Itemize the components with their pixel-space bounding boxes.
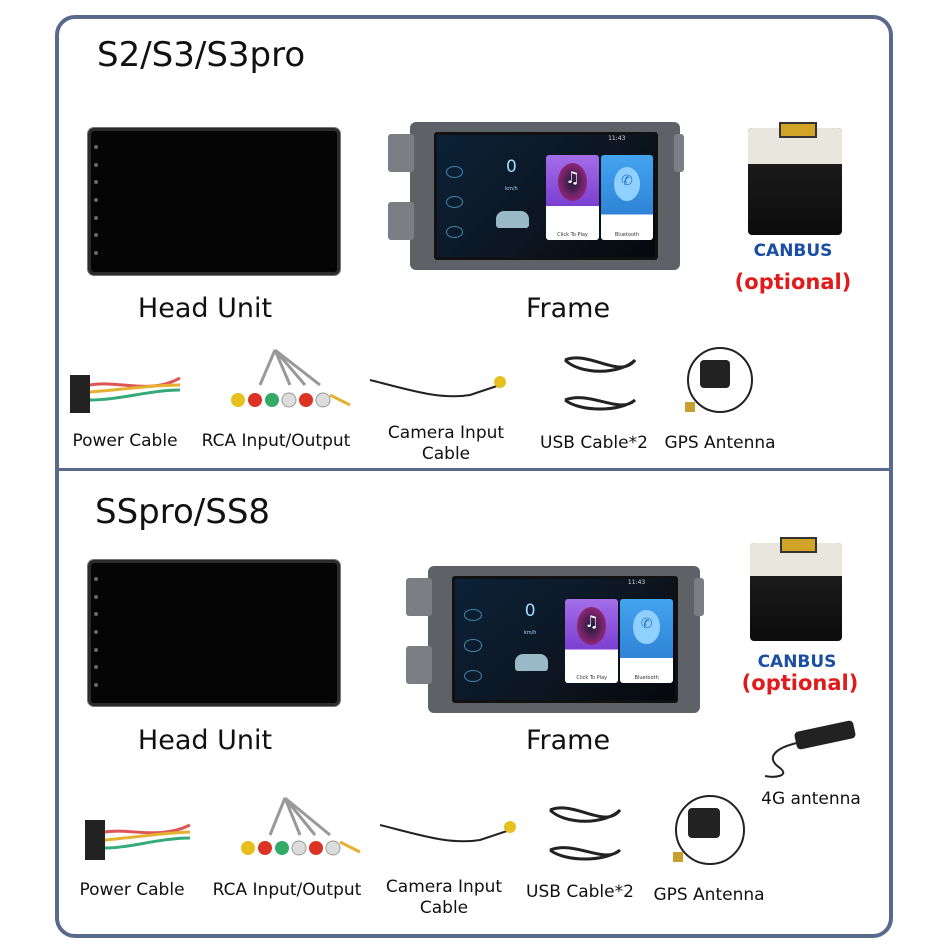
- gps-antenna-icon: [673, 795, 745, 865]
- power-cable-label: Power Cable: [79, 880, 185, 900]
- app-icon: [464, 669, 482, 682]
- app-icon: [446, 165, 464, 178]
- usb-cable-label: USB Cable*2: [540, 433, 648, 453]
- canbus-label: CANBUS: [757, 652, 837, 672]
- head-unit-label: Head Unit: [137, 725, 273, 756]
- gps-antenna-label: GPS Antenna: [664, 433, 776, 453]
- frame-label: Frame: [525, 293, 611, 324]
- canbus-label: CANBUS: [753, 241, 833, 261]
- car-icon: [514, 653, 548, 671]
- car-icon: [496, 210, 529, 228]
- app-icon: [446, 226, 464, 239]
- speed-unit: km/h: [523, 629, 537, 636]
- app-icon: [464, 639, 482, 652]
- phone-icon: ✆: [633, 610, 660, 645]
- accessories-row: [70, 347, 753, 413]
- bluetooth-caption: Bluetooth: [634, 674, 659, 681]
- camera-cable-icon: [369, 376, 506, 398]
- rca-cable-icon: [241, 796, 361, 856]
- optional-label: (optional): [741, 671, 859, 695]
- speed: 0: [506, 157, 517, 178]
- speed: 0: [524, 600, 536, 621]
- rca-label: RCA Input/Output: [212, 880, 362, 900]
- frame-image: 11:43 0 km/h ♫ Click To Play ✆ Bluetooth: [406, 566, 704, 713]
- clock: 11:43: [627, 579, 646, 587]
- phone-icon: ✆: [613, 166, 641, 201]
- frame-label: Frame: [525, 725, 611, 756]
- app-icon: [446, 195, 464, 209]
- bluetooth-caption: Bluetooth: [614, 231, 640, 238]
- 4g-antenna-icon: [764, 720, 856, 778]
- power-cable-icon: [70, 375, 181, 413]
- speed-unit: km/h: [505, 186, 518, 193]
- accessories-row: [85, 795, 745, 865]
- camera-cable-label: Camera Input Cable: [385, 877, 503, 918]
- section-title: SSpro/SS8: [95, 492, 271, 532]
- clock: 11:43: [608, 135, 626, 143]
- music-caption: Click To Play: [557, 231, 588, 238]
- head-unit-image: [88, 560, 340, 706]
- app-icon: [464, 609, 482, 622]
- usb-cable-label: USB Cable*2: [526, 882, 634, 902]
- canbus-box-image: [750, 537, 842, 641]
- gps-antenna-icon: [685, 347, 753, 413]
- optional-label: (optional): [734, 270, 852, 294]
- power-cable-icon: [85, 820, 191, 860]
- head-unit-image: [88, 128, 340, 275]
- rca-label: RCA Input/Output: [201, 431, 351, 451]
- android-screen: 11:43 0 km/h ♫ Click To Play ✆ Bluetooth: [434, 132, 659, 260]
- camera-cable-label: Camera Input Cable: [387, 423, 505, 464]
- usb-cable-icon: [548, 806, 622, 861]
- section-title: S2/S3/S3pro: [97, 35, 306, 75]
- music-caption: Click To Play: [576, 674, 608, 681]
- canbus-box-image: [748, 122, 842, 235]
- head-unit-label: Head Unit: [137, 293, 273, 324]
- frame-image: 11:43 0 km/h ♫ Click To Play ✆ Bluetooth: [388, 122, 684, 270]
- usb-cable-icon: [563, 356, 637, 411]
- bluetooth-card: ✆ Bluetooth: [600, 154, 654, 240]
- 4g-antenna-label: 4G antenna: [761, 789, 861, 809]
- gps-antenna-label: GPS Antenna: [653, 885, 765, 905]
- music-note-icon: ♫: [576, 606, 607, 645]
- power-cable-label: Power Cable: [72, 431, 178, 451]
- android-screen: 11:43 0 km/h ♫ Click To Play ✆ Bluetooth: [452, 576, 679, 703]
- section-border: [55, 15, 893, 938]
- section-divider: [57, 468, 891, 471]
- bluetooth-card: ✆ Bluetooth: [620, 598, 674, 683]
- music-card: ♫ Click To Play: [546, 154, 599, 240]
- camera-cable-icon: [379, 821, 516, 843]
- rca-cable-icon: [231, 348, 351, 408]
- music-card: ♫ Click To Play: [565, 598, 619, 683]
- music-note-icon: ♫: [557, 163, 588, 202]
